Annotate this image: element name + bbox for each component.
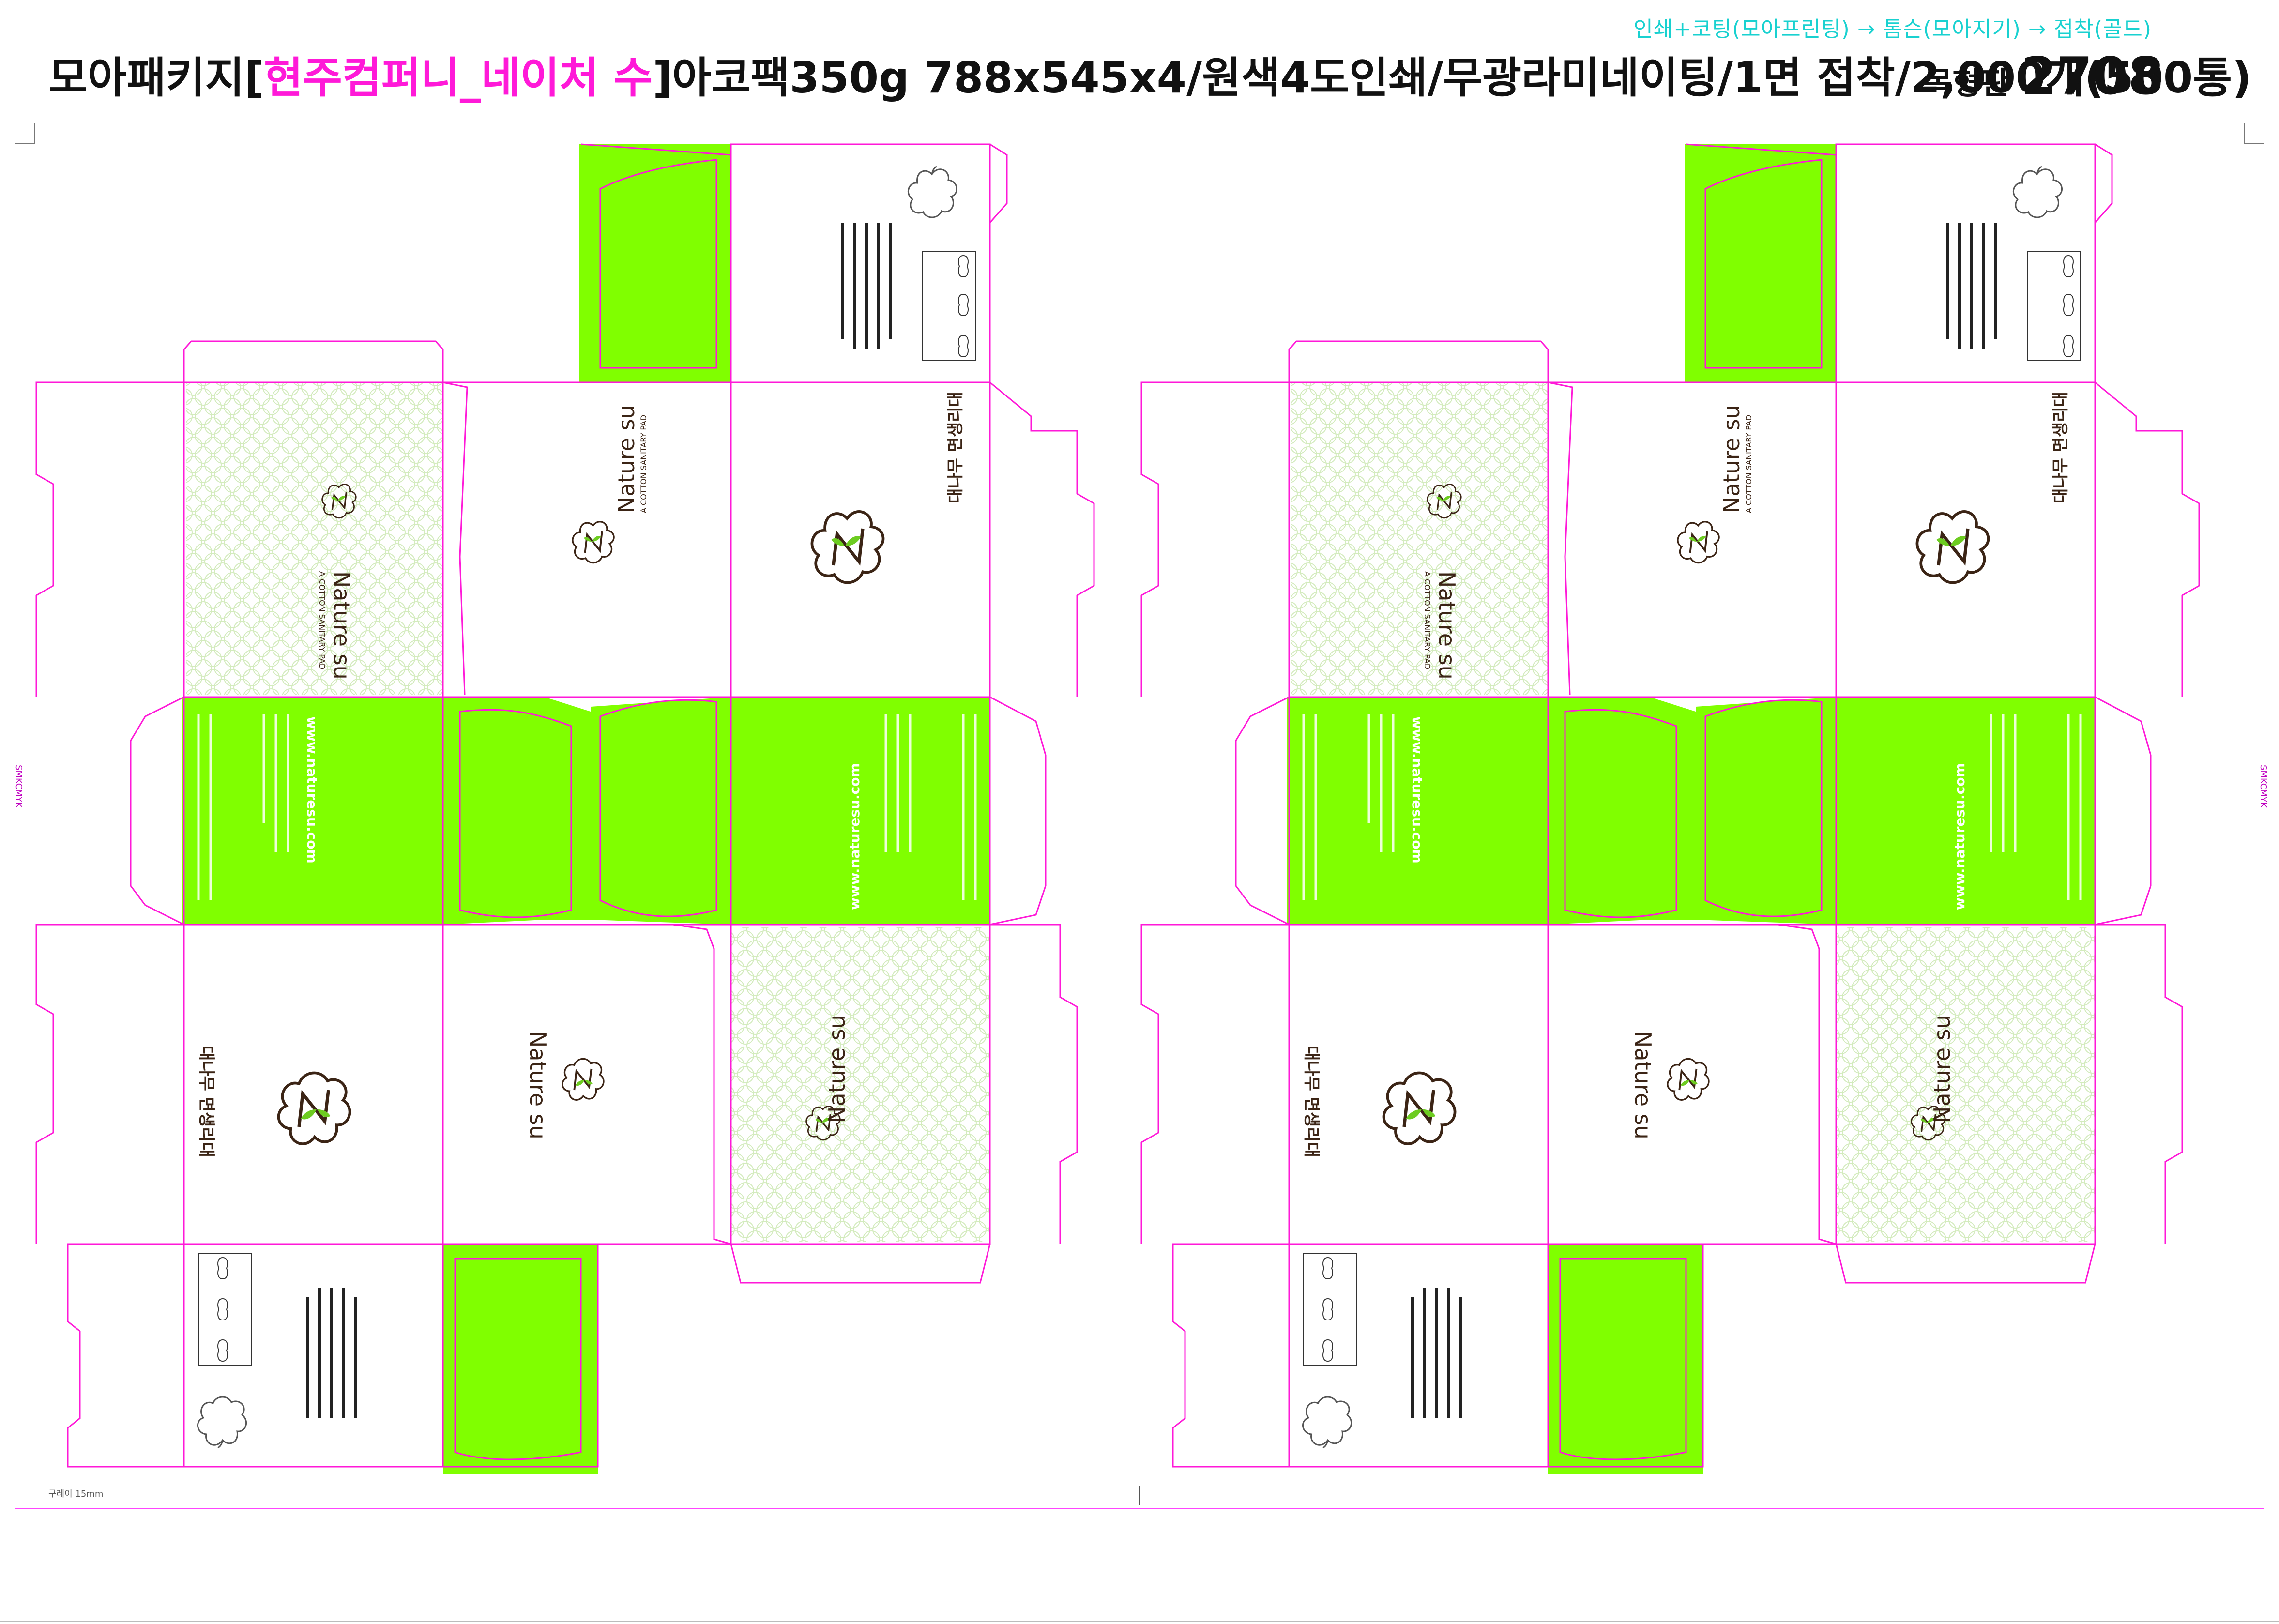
brand-name-7: Nature su [1630,1031,1656,1139]
measure-label: 구레이 15mm [48,1489,104,1499]
url-1: www.naturesu.com [304,716,320,864]
board-number: 2708 [2021,46,2164,106]
url-4: www.naturesu.com [1952,763,1968,910]
brand-name-5: Nature su [1434,571,1460,680]
brand-name-8: Nature su [1929,1015,1955,1123]
brand-name-6: Nature su [1718,405,1745,513]
color-bar-right: SMKCMYK [2258,765,2268,808]
brand-name-1: Nature su [329,571,355,680]
svg-text:A COTTON SANITARY PAD: A COTTON SANITARY PAD [1423,571,1432,669]
url-3: www.naturesu.com [1409,716,1425,864]
url-2: www.naturesu.com [847,763,863,910]
brand-name-2: Nature su [613,405,639,513]
sheet-bottom-rule [15,1508,2264,1509]
brand-name-4: Nature su [824,1015,850,1123]
title-client: 현주컴퍼니_네이처 수 [264,53,653,103]
product-kr-2: 대나무 면생리대 [197,1046,216,1157]
board-label: 목형판 [1924,66,2009,102]
sheet-header: 인쇄+코팅(모아프린팅) → 톰슨(모아지기) → 접착(골드) 모아패키지[현… [48,15,2251,121]
process-note: 인쇄+코팅(모아프린팅) → 톰슨(모아지기) → 접착(골드) [1633,17,2152,42]
die-layout-right [1141,144,2199,1474]
crop-mark-top-left [15,123,35,144]
die-layout-left [36,144,1094,1474]
job-title: 모아패키지[현주컴퍼니_네이처 수]아코팩350g 788x545x4/원색4도… [48,44,2251,105]
die-board-number: 목형판 2708 [1924,46,2164,106]
product-kr-4: 대나무 면생리대 [1302,1046,1321,1157]
crop-mark-top-right [2244,123,2264,144]
title-prefix: 모아패키지[ [48,53,264,103]
svg-text:A COTTON SANITARY PAD: A COTTON SANITARY PAD [318,571,327,669]
svg-text:A COTTON SANITARY PAD: A COTTON SANITARY PAD [1744,415,1753,513]
svg-text:A COTTON SANITARY PAD: A COTTON SANITARY PAD [639,415,648,513]
brand-name-3: Nature su [525,1031,551,1139]
product-kr-3: 대나무 면생리대 [2051,392,2070,503]
color-bar-left: SMKCMYK [14,765,24,808]
product-kr-1: 대나무 면생리대 [946,392,965,503]
footer-rule [0,1621,2279,1622]
title-spec: ]아코팩350g 788x545x4/원색4도인쇄/무광라미네이팅/1면 접착/… [653,53,2252,103]
